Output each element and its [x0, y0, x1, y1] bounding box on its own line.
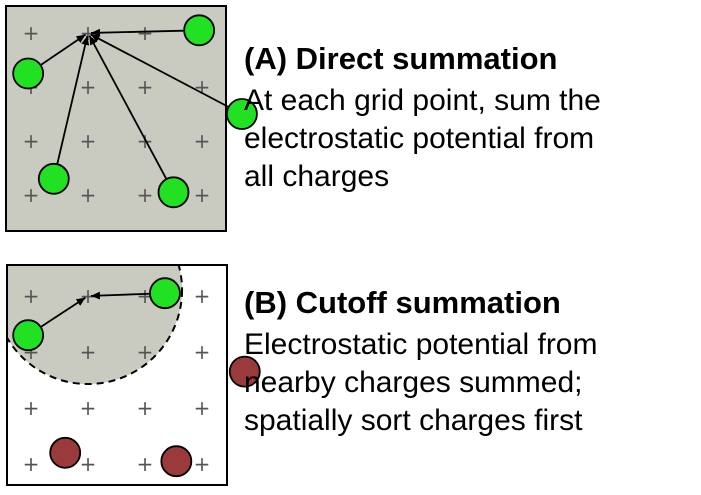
panel-b-description-line: spatially sort charges first [244, 404, 583, 437]
grid-point-mark: + [137, 75, 154, 99]
potential-arrow [88, 35, 168, 180]
charge-far [160, 445, 193, 478]
grid-point-mark: + [80, 340, 97, 364]
grid-point-mark: + [194, 183, 211, 207]
panel-b-charges [12, 277, 261, 478]
grid-point-mark: + [194, 75, 211, 99]
grid-point-mark: + [80, 183, 97, 207]
potential-arrow [40, 33, 87, 66]
charge-green [225, 98, 258, 130]
grid-point-mark: + [137, 284, 154, 308]
potential-arrow [56, 35, 90, 165]
grid-point-mark: + [194, 340, 211, 364]
panel-b-grid-points: ++++++++++++++++ [23, 284, 211, 476]
grid-point-mark: + [137, 21, 154, 45]
panel-a-title: (A) Direct summation [244, 41, 558, 76]
panel-a-caption: (A) Direct summation At each grid point,… [244, 42, 601, 196]
grid-point-mark: + [23, 452, 40, 476]
charge-far [228, 355, 261, 388]
grid-point-mark: + [23, 21, 40, 45]
panel-a-arrows [40, 28, 230, 180]
charge-far [49, 436, 82, 469]
panel-b-caption: (B) Cutoff summation Electrostatic poten… [244, 286, 597, 440]
grid-point-mark: + [137, 340, 154, 364]
panel-b-description-line: nearby charges summed; [244, 366, 583, 399]
potential-arrow [90, 291, 150, 300]
grid-point-mark: + [23, 129, 40, 153]
potential-arrow [90, 33, 230, 108]
panel-a-charges [12, 14, 258, 209]
panel-a-description-line: all charges [244, 160, 390, 193]
panel-a-description-line: electrostatic potential from [244, 122, 595, 155]
charge-near [12, 319, 45, 352]
grid-point-mark: + [23, 183, 40, 207]
grid-point-mark: + [80, 396, 97, 420]
panel-a-direct-summation: ++++++++++++++++ [5, 5, 258, 232]
grid-point-mark: + [194, 452, 211, 476]
charge-green [37, 162, 70, 195]
grid-point-mark: + [80, 75, 97, 99]
panel-b-title: (B) Cutoff summation [244, 285, 561, 320]
potential-arrow [90, 28, 185, 37]
charge-near [149, 277, 181, 310]
panel-b-cutoff-summation: ++++++++++++++++ [6, 264, 261, 486]
charge-green [12, 57, 45, 90]
charge-green [157, 176, 190, 209]
grid-point-mark: + [23, 284, 40, 308]
charge-green [183, 14, 216, 47]
grid-point-mark: + [80, 452, 97, 476]
panel-b-arrows [40, 291, 150, 328]
grid-point-mark: + [137, 452, 154, 476]
grid-point-mark: + [194, 129, 211, 153]
panel-a-description-line: At each grid point, sum the [244, 84, 601, 117]
potential-arrow [40, 296, 86, 328]
grid-point-mark: + [80, 129, 97, 153]
grid-point-mark: + [23, 396, 40, 420]
grid-point-mark: + [194, 284, 211, 308]
grid-point-mark: + [137, 396, 154, 420]
grid-point-mark: + [194, 396, 211, 420]
cutoff-radius-region [8, 266, 184, 386]
panel-b-description-line: Electrostatic potential from [244, 328, 598, 361]
grid-point-mark: + [137, 183, 154, 207]
